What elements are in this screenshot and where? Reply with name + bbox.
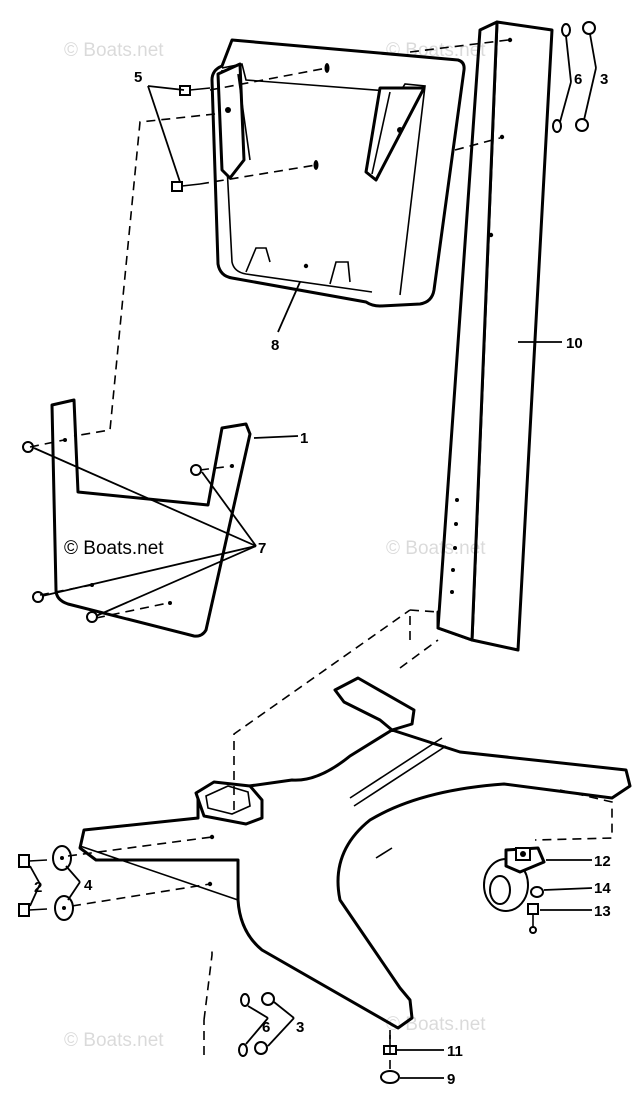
watermark-text: © Boats.net: [64, 538, 164, 559]
bolt-icon: [171, 85, 211, 192]
part-8-mount-bracket: [210, 38, 466, 308]
watermarks: © Boats.net © Boats.net © Boats.net © Bo…: [64, 40, 486, 1051]
base-stand: [78, 676, 632, 1030]
callout-9: 9: [447, 1071, 455, 1088]
callout-5: 5: [134, 69, 142, 86]
nut-icon: [254, 21, 596, 1055]
callout-labels: 5 6 3 8 10 1 7 2 4 12 14 13 6 3 11 9: [34, 69, 611, 1088]
bolt-icon: [527, 903, 539, 934]
callout-3-top: 3: [600, 71, 608, 88]
callout-14: 14: [594, 880, 611, 897]
watermark-text: © Boats.net: [64, 1030, 164, 1051]
callout-13: 13: [594, 903, 611, 920]
leader-lines: [29, 33, 597, 1079]
washer-icon: [52, 845, 74, 921]
callout-3-bottom: 3: [296, 1019, 304, 1036]
part-12-caster-wheel: [483, 846, 546, 912]
callout-6-top: 6: [574, 71, 582, 88]
watermark-text: © Boats.net: [386, 538, 486, 559]
callout-12: 12: [594, 853, 611, 870]
callout-7: 7: [258, 540, 266, 557]
washer-icon: [238, 23, 571, 1057]
bolt-icon: [18, 854, 48, 917]
washer-icon: [380, 1070, 400, 1084]
callout-10: 10: [566, 335, 583, 352]
part-10-upright-post: [436, 20, 554, 652]
washer-icon: [530, 886, 544, 898]
watermark-text: © Boats.net: [386, 40, 486, 61]
callout-11: 11: [447, 1043, 463, 1060]
callout-8: 8: [271, 337, 279, 354]
callout-1: 1: [300, 430, 308, 447]
callout-2: 2: [34, 879, 42, 896]
watermark-text: © Boats.net: [64, 40, 164, 61]
watermark-text: © Boats.net: [386, 1014, 486, 1035]
callout-4: 4: [84, 877, 93, 894]
callout-6-bottom: 6: [262, 1019, 270, 1036]
assembly-lines: [29, 39, 613, 1070]
